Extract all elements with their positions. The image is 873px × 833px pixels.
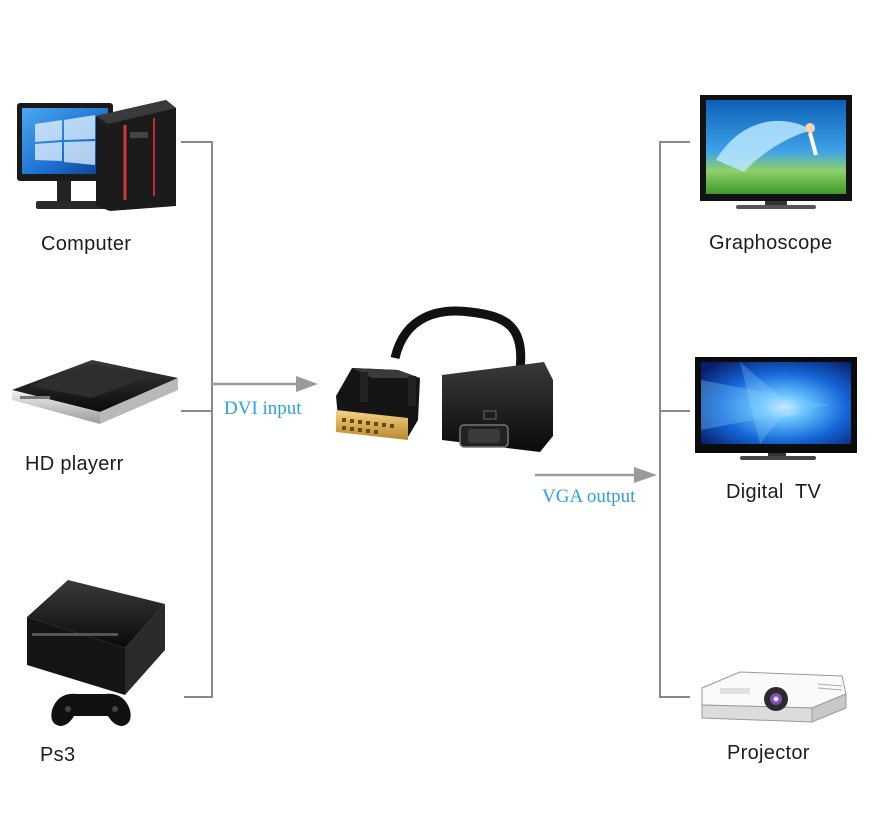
graphoscope-tv-icon: [700, 95, 852, 209]
vga-output-label: VGA output: [542, 486, 636, 507]
projector-icon: [701, 671, 847, 723]
source-label-hd-player: HD playerr: [25, 453, 124, 475]
output-label-digital-tv: Digital TV: [726, 481, 822, 503]
input-arrow: [212, 376, 318, 392]
source-bracket: [181, 141, 213, 698]
source-label-ps3: Ps3: [40, 744, 76, 766]
ps3-console-icon: [27, 580, 165, 726]
output-label-projector: Projector: [727, 742, 810, 764]
hd-player-icon: [12, 360, 178, 424]
dvi-to-vga-adapter-icon: [336, 306, 553, 452]
computer-tower-icon: [17, 100, 176, 211]
output-bracket: [659, 141, 690, 698]
output-arrow: [535, 467, 657, 483]
digital-tv-icon: [695, 357, 857, 460]
output-label-graphoscope: Graphoscope: [709, 232, 833, 254]
source-label-computer: Computer: [41, 233, 132, 255]
dvi-input-label: DVI input: [224, 398, 302, 419]
